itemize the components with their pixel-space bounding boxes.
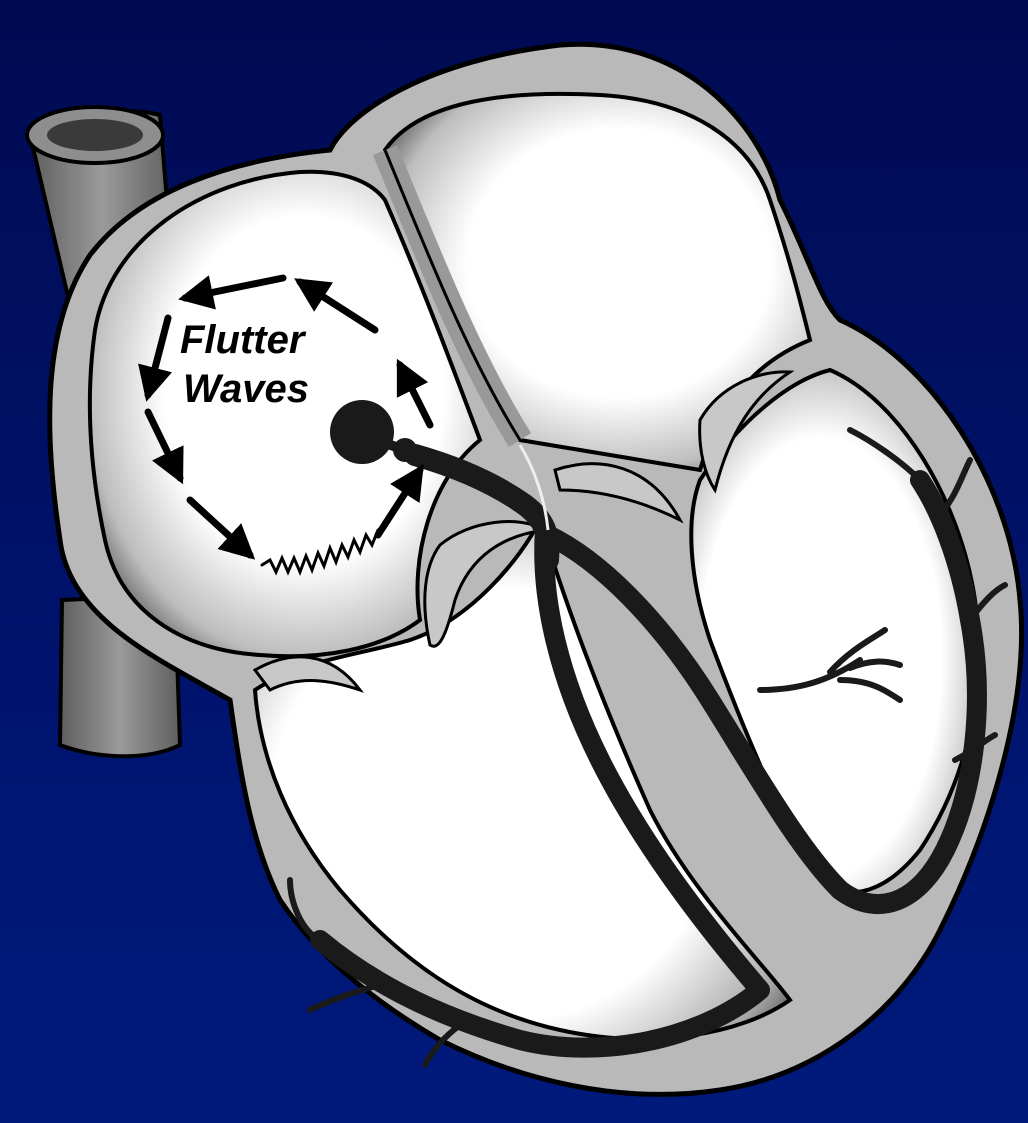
flutter-label-line1: Flutter (180, 318, 307, 362)
flutter-label-line2: Waves (183, 367, 309, 411)
